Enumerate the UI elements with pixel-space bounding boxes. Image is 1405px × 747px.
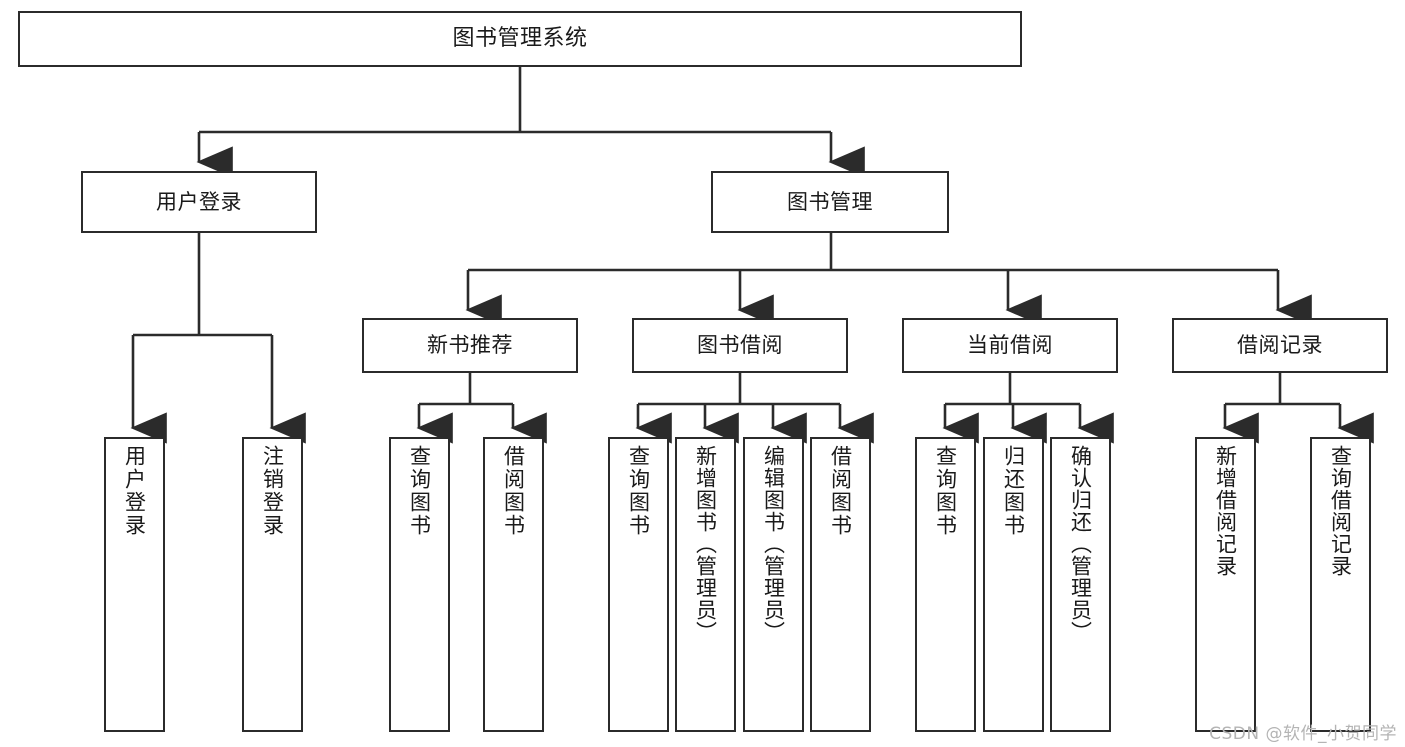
node-leaf-query-book-borrow[interactable]: 查询图书 [608,437,669,732]
node-label: 编辑图书（管理员） [761,445,786,643]
node-leaf-add-borrow-record[interactable]: 新增借阅记录 [1195,437,1256,732]
node-leaf-return-book[interactable]: 归还图书 [983,437,1044,732]
node-label: 确认归还（管理员） [1068,445,1093,643]
node-label: 图书借阅 [697,333,783,358]
node-label: 新增借阅记录 [1213,445,1238,577]
node-label: 借阅图书 [828,445,853,537]
node-leaf-query-book-current[interactable]: 查询图书 [915,437,976,732]
node-label: 注销登录 [260,445,285,537]
node-label: 借阅图书 [501,445,526,537]
node-current-borrow[interactable]: 当前借阅 [902,318,1118,373]
node-leaf-borrow-book[interactable]: 借阅图书 [810,437,871,732]
node-label: 查询图书 [407,445,432,537]
node-label: 图书管理 [787,189,873,214]
node-leaf-confirm-return-admin[interactable]: 确认归还（管理员） [1050,437,1111,732]
node-label: 查询借阅记录 [1328,445,1353,577]
csdn-watermark: CSDN @软件_小贺同学 [1209,724,1397,744]
node-label: 当前借阅 [967,333,1053,358]
node-label: 新增图书（管理员） [693,445,718,643]
node-leaf-borrow-book-recommend[interactable]: 借阅图书 [483,437,544,732]
node-label: 新书推荐 [427,333,513,358]
node-label: 图书管理系统 [452,26,588,52]
node-label: 用户登录 [122,445,147,537]
node-leaf-user-login[interactable]: 用户登录 [104,437,165,732]
node-label: 借阅记录 [1237,333,1323,358]
node-leaf-add-book-admin[interactable]: 新增图书（管理员） [675,437,736,732]
node-book-management[interactable]: 图书管理 [711,171,949,233]
node-label: 查询图书 [626,445,651,537]
node-label: 归还图书 [1001,445,1026,537]
node-new-book-recommend[interactable]: 新书推荐 [362,318,578,373]
node-book-borrow[interactable]: 图书借阅 [632,318,848,373]
node-leaf-query-book-recommend[interactable]: 查询图书 [389,437,450,732]
node-root-book-management-system[interactable]: 图书管理系统 [18,11,1022,67]
node-label: 查询图书 [933,445,958,537]
node-borrow-record[interactable]: 借阅记录 [1172,318,1388,373]
node-user-login[interactable]: 用户登录 [81,171,317,233]
node-label: 用户登录 [156,189,242,214]
node-leaf-logout[interactable]: 注销登录 [242,437,303,732]
node-leaf-query-borrow-record[interactable]: 查询借阅记录 [1310,437,1371,732]
node-leaf-edit-book-admin[interactable]: 编辑图书（管理员） [743,437,804,732]
